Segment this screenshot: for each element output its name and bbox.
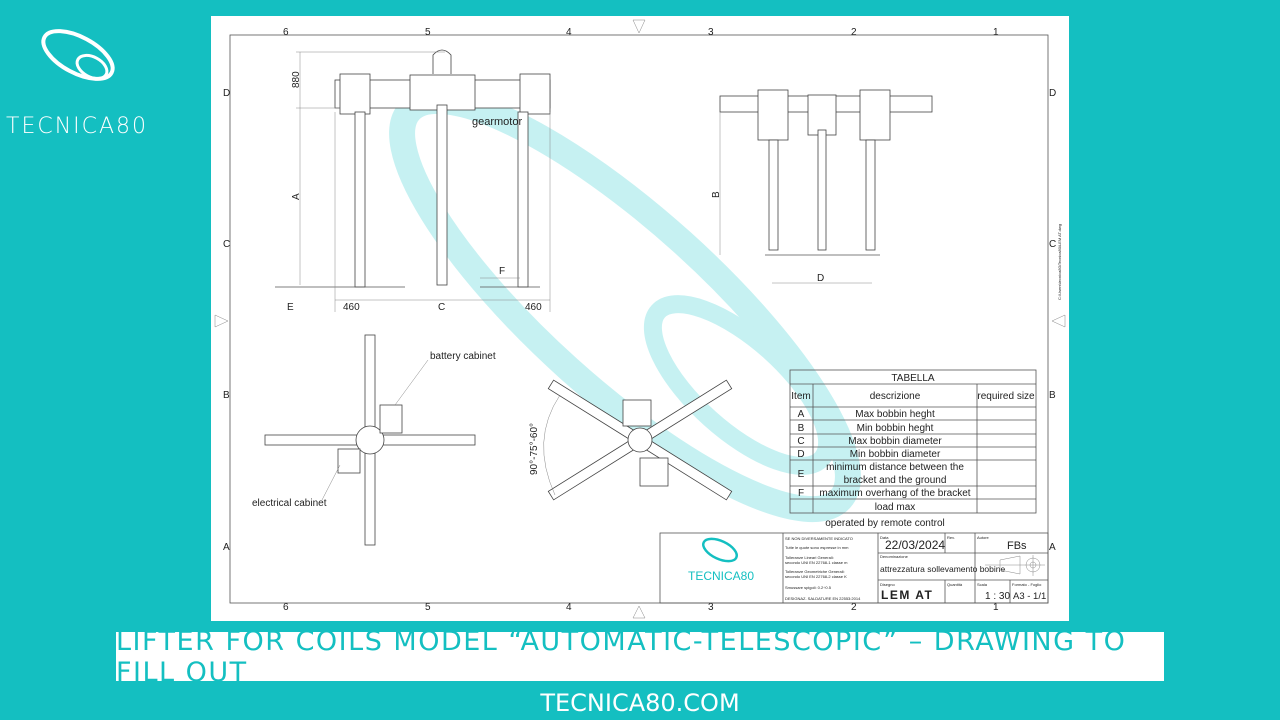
dim-b: B xyxy=(711,191,722,198)
col-label: 3 xyxy=(708,602,714,613)
table-cell: maximum overhang of the bracket xyxy=(819,488,970,499)
top-view: battery cabinet electrical cabinet xyxy=(252,334,496,546)
rotated-view: 90°-75°-60° xyxy=(529,379,733,501)
brand-logo: TECNICA80 xyxy=(0,20,170,139)
table-cell: minimum distance between the xyxy=(826,462,964,473)
denomination-label: Denominazione xyxy=(880,554,909,559)
electrical-cabinet xyxy=(337,448,361,474)
dim-880: 880 xyxy=(291,71,302,88)
col-label: 5 xyxy=(425,602,431,613)
table-cell: D xyxy=(797,449,804,460)
battery-cabinet-label: battery cabinet xyxy=(430,351,496,362)
table-cell: bracket and the ground xyxy=(844,475,947,486)
format-value: A3 - 1/1 xyxy=(1013,591,1046,602)
row-label: B xyxy=(1049,390,1056,401)
title-block-logo-icon xyxy=(701,537,739,563)
title-banner: LIFTER FOR COILS MODEL “AUTOMATIC-TELESC… xyxy=(116,626,1164,688)
col-label: 6 xyxy=(283,602,289,613)
table-cell: Max bobbin heght xyxy=(855,409,935,420)
row-label: B xyxy=(223,390,230,401)
col-label: 5 xyxy=(425,27,431,38)
col-label: 1 xyxy=(993,602,999,613)
note-line: DESIGNAZ. SALDATURE EN 22553:2014 xyxy=(785,596,861,601)
author-label: Autore xyxy=(977,535,990,540)
front-view: 880 A gearmotor F E 460 C 460 xyxy=(275,49,551,313)
date-label: Data xyxy=(880,535,889,540)
dim-460-right: 460 xyxy=(525,302,542,313)
size-table: TABELLA Item descrizione required size A… xyxy=(789,369,1037,529)
file-path-note: C:\Users\tecnica80\Tecnica80\LEM AT.dwg xyxy=(1057,224,1062,300)
dim-d: D xyxy=(817,273,824,284)
dim-a: A xyxy=(291,193,302,200)
col-label: 4 xyxy=(566,27,572,38)
battery-cabinet xyxy=(379,404,403,434)
dim-f: F xyxy=(499,266,505,277)
note-line: Tolleranze Geometriche Generali: xyxy=(785,569,845,574)
scale-value: 1 : 30 xyxy=(985,591,1010,602)
note-line: secondo UNI EN 22768-2 classe K xyxy=(785,574,847,579)
website-link[interactable]: TECNICA80.COM xyxy=(540,689,740,717)
scale-label: Scala xyxy=(977,582,988,587)
centering-marks xyxy=(214,19,1066,619)
table-cell: F xyxy=(798,488,804,499)
dim-c: C xyxy=(438,302,445,313)
quantity-label: Quantità xyxy=(947,582,963,587)
table-cell: C xyxy=(797,436,804,447)
note-line: Tutte le quote sono espresse in mm xyxy=(785,545,849,550)
title-block: TECNICA80 SE NON DIVERSAMENTE INDICATO T… xyxy=(659,532,1049,604)
table-header: descrizione xyxy=(870,391,921,402)
table-cell: B xyxy=(798,423,805,434)
table-title: TABELLA xyxy=(891,373,934,384)
grid-labels: 6 5 4 3 2 1 6 5 4 3 2 1 D C B A D C B A xyxy=(223,27,1056,613)
col-label: 2 xyxy=(851,27,857,38)
note-line: secondo UNI EN 22768-1 classe m xyxy=(785,560,848,565)
table-cell: Min bobbin diameter xyxy=(850,449,941,460)
row-label: A xyxy=(1049,542,1056,553)
denomination-value: attrezzatura sollevamento bobine xyxy=(880,564,1005,574)
col-label: 6 xyxy=(283,27,289,38)
drawing-label: Disegno xyxy=(880,582,895,587)
table-header: Item xyxy=(791,391,810,402)
drawing-frame xyxy=(229,34,1049,604)
gearmotor-label: gearmotor xyxy=(472,116,522,128)
general-notes: SE NON DIVERSAMENTE INDICATO Tutte le qu… xyxy=(785,536,861,601)
format-label: Formato - Foglio xyxy=(1012,582,1042,587)
table-cell: E xyxy=(798,469,805,480)
row-label: D xyxy=(223,88,230,99)
row-label: C xyxy=(223,239,230,250)
table-cell: A xyxy=(798,409,805,420)
row-label: D xyxy=(1049,88,1056,99)
row-label: C xyxy=(1049,239,1056,250)
col-label: 2 xyxy=(851,602,857,613)
table-cell: Max bobbin diameter xyxy=(848,436,942,447)
note-line: Tolleranze Lineari Generali: xyxy=(785,555,834,560)
electrical-cabinet-label: electrical cabinet xyxy=(252,498,327,509)
logo-swirl-icon xyxy=(41,29,115,81)
note-line: SE NON DIVERSAMENTE INDICATO xyxy=(785,536,853,541)
rev-label: Rev. xyxy=(947,535,955,540)
angle-label: 90°-75°-60° xyxy=(529,423,540,475)
col-label: 3 xyxy=(708,27,714,38)
note-line: Smussare spigoli: 0.2÷0.5 xyxy=(785,585,832,590)
date-value: 22/03/2024 xyxy=(885,538,945,552)
projection-symbol-icon xyxy=(985,555,1045,576)
drawing-code: LEM AT xyxy=(881,588,933,602)
table-cell: load max xyxy=(875,502,916,513)
remote-control-note: operated by remote control xyxy=(825,518,945,529)
logo-text: TECNICA80 xyxy=(6,114,149,139)
col-label: 4 xyxy=(566,602,572,613)
side-view: B D xyxy=(711,89,933,284)
drawing-sheet xyxy=(211,16,1069,621)
author-value: FBs xyxy=(1007,540,1027,552)
title-block-logo-text: TECNICA80 xyxy=(688,569,754,583)
table-header: required size xyxy=(977,391,1035,402)
dim-460-left: 460 xyxy=(343,302,360,313)
banner-title: LIFTER FOR COILS MODEL “AUTOMATIC-TELESC… xyxy=(116,625,1127,688)
row-label: A xyxy=(223,542,230,553)
col-label: 1 xyxy=(993,27,999,38)
table-cell: Min bobbin heght xyxy=(857,423,934,434)
dim-e: E xyxy=(287,302,294,313)
